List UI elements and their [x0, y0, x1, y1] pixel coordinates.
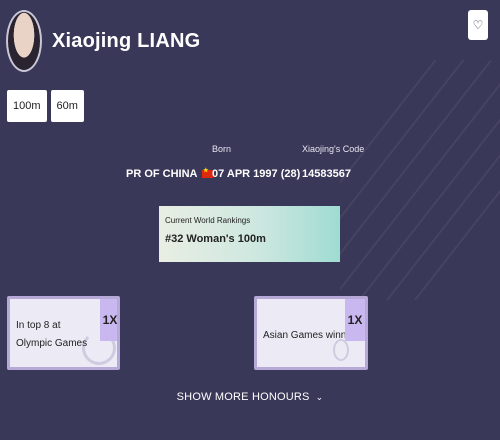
ranking-label: Current World Rankings — [165, 216, 251, 225]
honour-text: In top 8 at Olympic Games — [16, 320, 88, 349]
show-more-honours-button[interactable]: SHOW MORE HONOURS ⌄ — [0, 391, 500, 403]
event-chips: 100m 60m — [7, 90, 84, 122]
china-flag-icon — [202, 167, 214, 179]
decorative-stripes — [340, 60, 500, 300]
medal-icon — [333, 339, 349, 361]
event-chip-60m[interactable]: 60m — [50, 90, 84, 122]
born-label: Born — [212, 144, 232, 154]
favorite-button[interactable]: ♡ — [468, 10, 488, 40]
chevron-down-icon: ⌄ — [315, 392, 324, 402]
event-chip-100m[interactable]: 100m — [7, 90, 47, 122]
show-more-label: SHOW MORE HONOURS — [176, 391, 310, 403]
avatar — [6, 10, 42, 72]
world-ranking-card[interactable]: Current World Rankings #32 Woman's 100m — [159, 206, 340, 262]
ranking-value: #32 Woman's 100m — [165, 233, 266, 245]
born-block: Born 07 APR 1997 (28) — [212, 144, 300, 180]
athlete-header: Xiaojing LIANG — [6, 10, 200, 72]
honour-text: Asian Games winner — [263, 330, 356, 341]
country-block: PR OF CHINA — [126, 144, 214, 180]
athlete-name: Xiaojing LIANG — [52, 29, 201, 52]
code-block: Xiaojing's Code 14583567 — [302, 144, 364, 180]
honour-card-asian-games[interactable]: Asian Games winner 1X — [254, 296, 368, 370]
honour-count: 1X — [100, 299, 117, 341]
honour-count: 1X — [345, 299, 365, 341]
laurel-icon — [82, 331, 116, 365]
code-value: 14583567 — [302, 168, 351, 180]
honour-card-olympic[interactable]: In top 8 at Olympic Games 1X — [7, 296, 120, 370]
code-label: Xiaojing's Code — [302, 144, 365, 154]
born-value: 07 APR 1997 (28) — [212, 168, 301, 180]
country-name: PR OF CHINA — [126, 168, 198, 180]
heart-icon: ♡ — [472, 18, 484, 32]
